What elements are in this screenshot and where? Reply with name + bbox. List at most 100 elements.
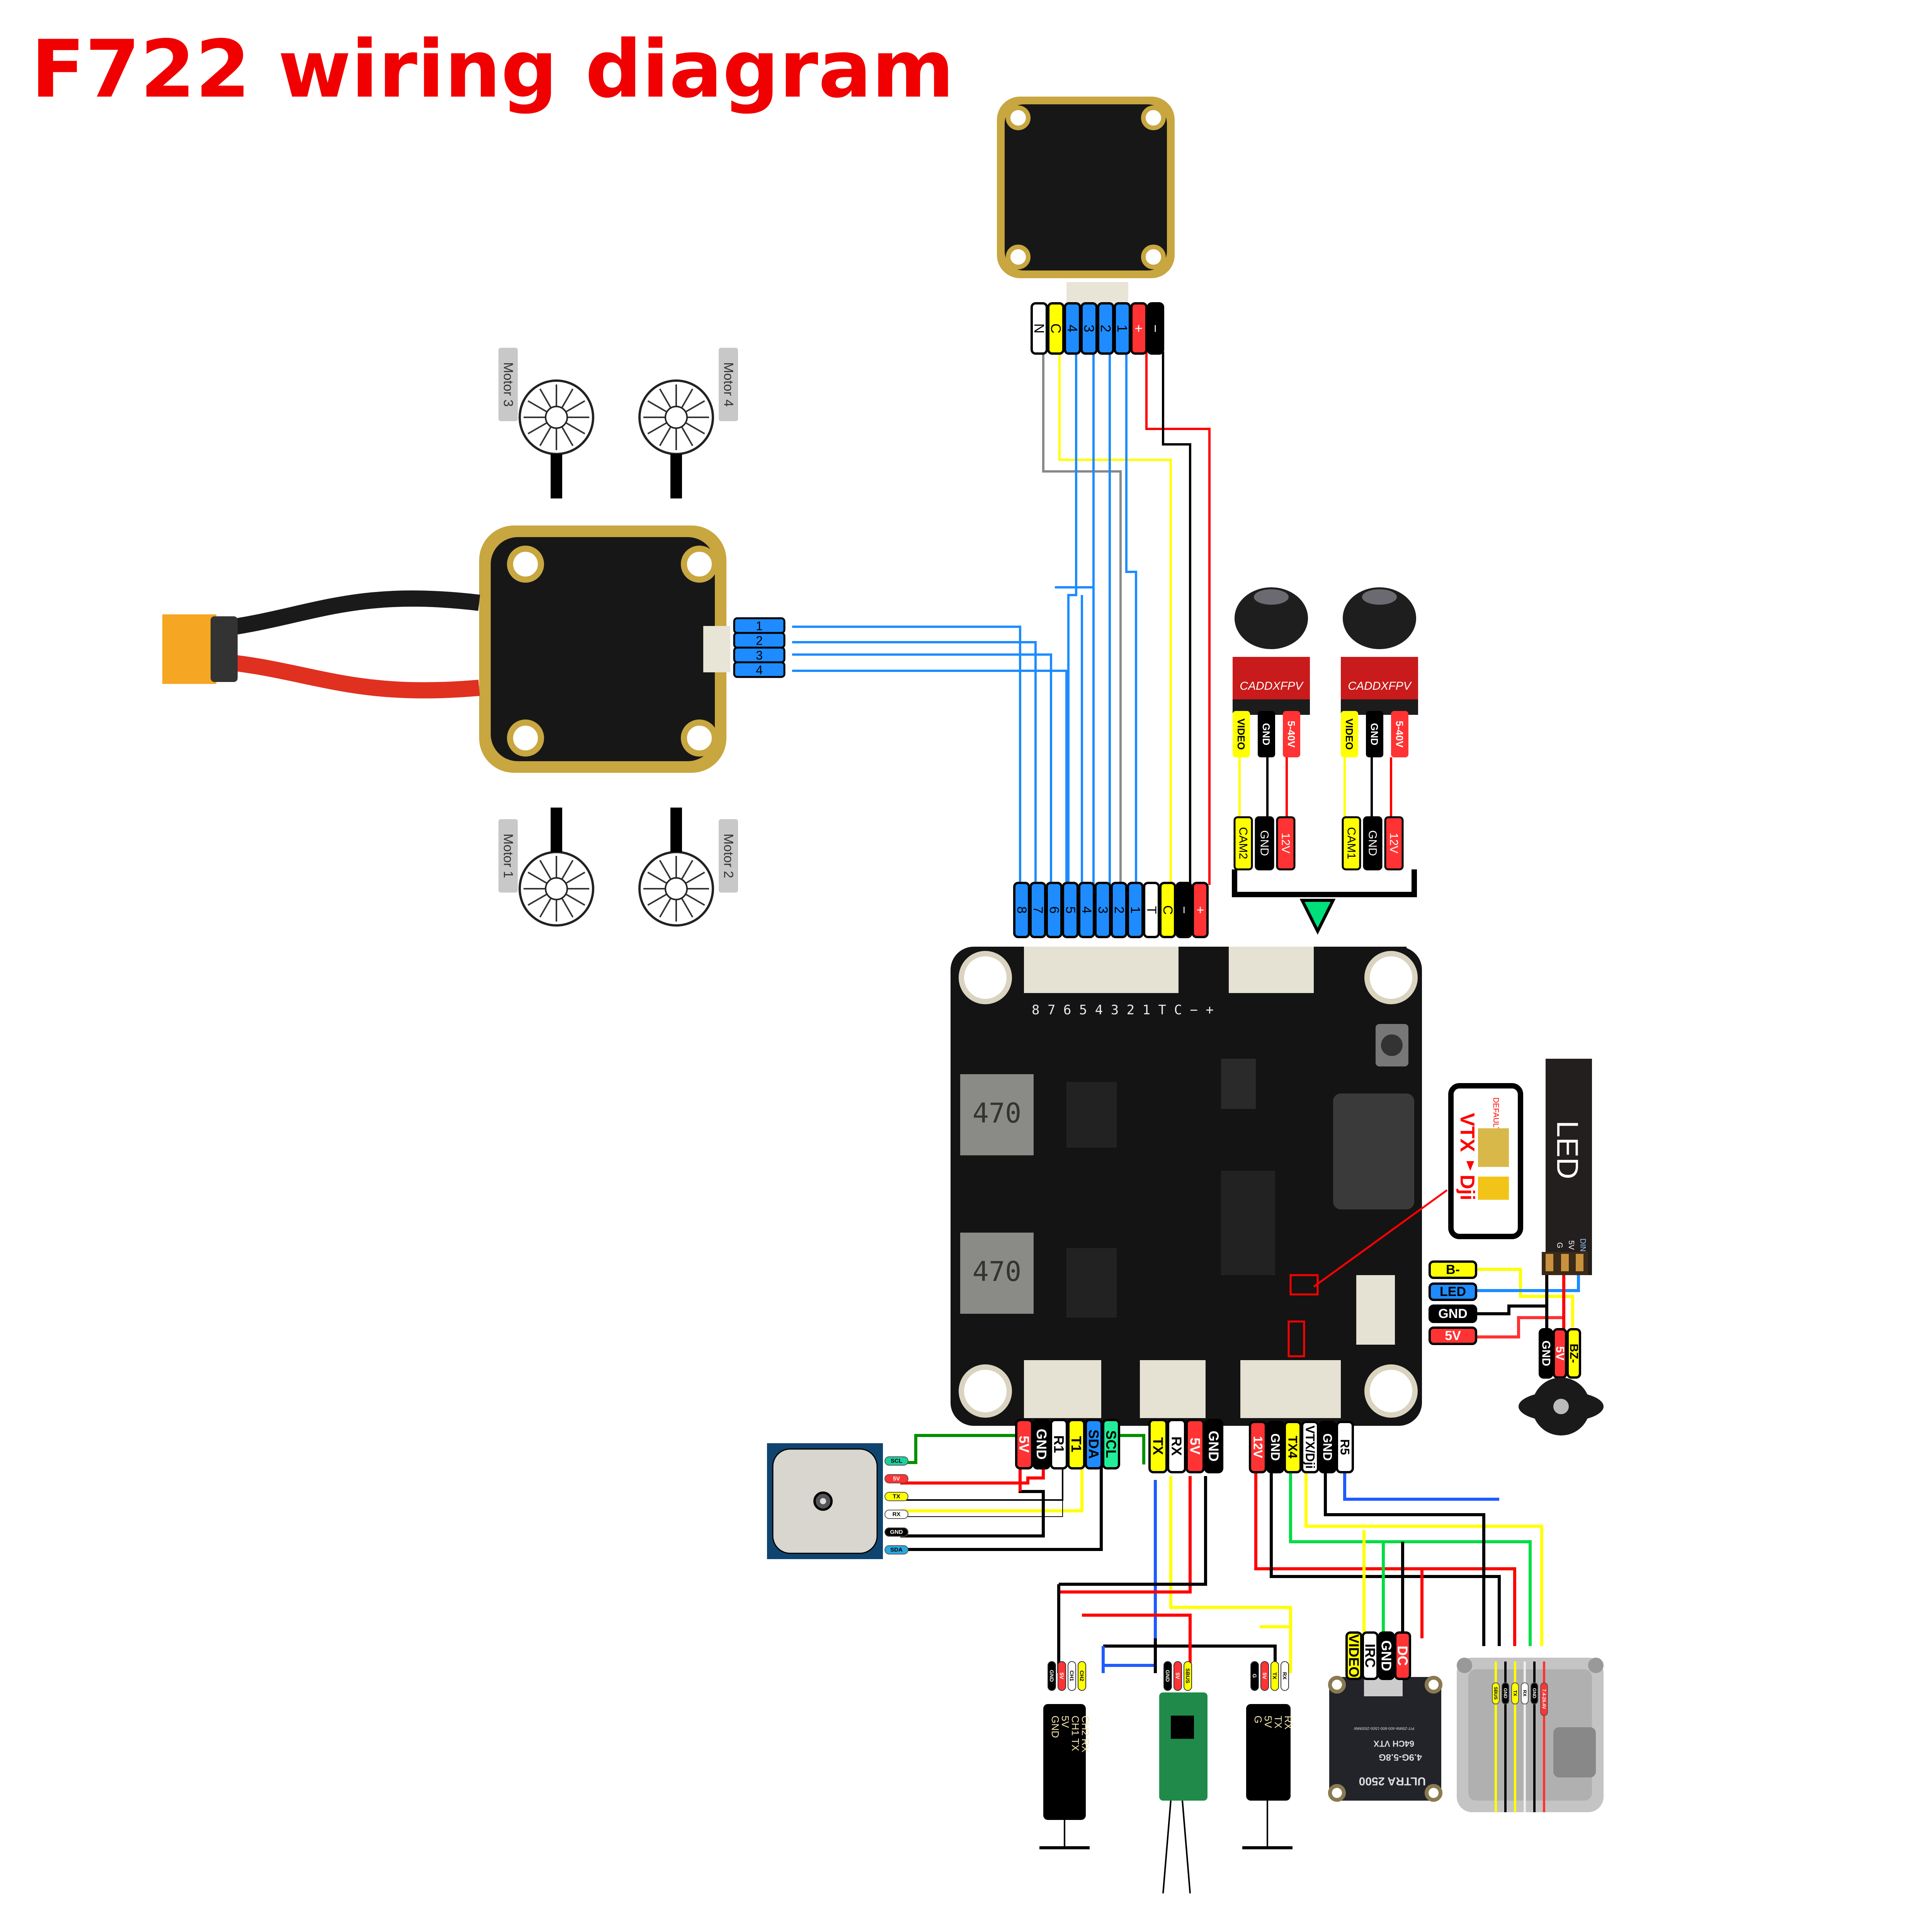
svg-text:3: 3 [1081, 325, 1097, 332]
svg-text:3: 3 [1095, 906, 1110, 914]
wire-C [1058, 352, 1172, 885]
gps-pin-5v: 5V [884, 1474, 908, 1483]
pin-vtx-dji: VTX/Dji [1301, 1421, 1319, 1473]
svg-text:TX: TX [1272, 1716, 1284, 1728]
solder-pad-default [1478, 1128, 1509, 1167]
svg-text:4: 4 [756, 663, 763, 677]
svg-text:7: 7 [1031, 906, 1045, 914]
pin-gnd: GND [1318, 1421, 1337, 1473]
dji-pin-tx: TX [1511, 1662, 1519, 1812]
pin--: − [1175, 882, 1192, 938]
svg-text:5V: 5V [1060, 1716, 1071, 1728]
gps-pin-tx: TX [884, 1492, 908, 1501]
pin-5v: 5V [1185, 1419, 1205, 1473]
pin-tx4: TX4 [1284, 1421, 1302, 1473]
pin-2: 2 [1111, 882, 1128, 938]
pin-c: C [1159, 882, 1176, 938]
svg-text:GND: GND [1379, 1640, 1395, 1671]
led-strip: LED DIN 5V G [1542, 1059, 1592, 1275]
mcu-chip [1221, 1171, 1275, 1275]
svg-text:8: 8 [1014, 906, 1029, 914]
svg-text:470: 470 [973, 1097, 1021, 1129]
svg-text:12V: 12V [1251, 1436, 1265, 1459]
svg-text:Motor 4: Motor 4 [721, 362, 736, 406]
esc-4in1-top [997, 97, 1175, 305]
svg-text:SCL: SCL [891, 1458, 902, 1464]
svg-text:GND: GND [1438, 1306, 1468, 1321]
camera-arrow-icon [1299, 899, 1336, 935]
svg-text:CH1 TX: CH1 TX [1070, 1716, 1081, 1751]
svg-text:5V: 5V [893, 1476, 900, 1482]
svg-text:GND: GND [1369, 723, 1380, 745]
pin-n: N [1031, 302, 1048, 355]
pin-r5: R5 [1336, 1421, 1354, 1473]
svg-text:SCL: SCL [1103, 1430, 1119, 1458]
wire-minus [1162, 352, 1191, 885]
pin-5v: 5V [1553, 1328, 1567, 1379]
wire-m7 [792, 641, 1037, 885]
pin-5v: 5V [1015, 1419, 1033, 1469]
svg-text:TX: TX [1272, 1672, 1278, 1680]
svg-text:1: 1 [1114, 325, 1130, 332]
svg-text:SBUS: SBUS [1185, 1668, 1191, 1684]
dji-pin-rx: RX [1521, 1662, 1529, 1812]
svg-text:5V: 5V [1187, 1437, 1203, 1454]
svg-text:RX: RX [1522, 1690, 1527, 1697]
pad-gnd: GND [1429, 1304, 1477, 1323]
pin-gnd: GND [1539, 1328, 1553, 1379]
svg-text:VIDEO: VIDEO [1344, 719, 1355, 750]
pin-gnd: GND [1032, 1419, 1051, 1469]
svg-text:PIT-25MW-400-800-1500-2500MW: PIT-25MW-400-800-1500-2500MW [1354, 1726, 1414, 1730]
pin-video: VIDEO [1345, 1631, 1362, 1680]
svg-text:5: 5 [1063, 906, 1078, 914]
wire-m1 [1125, 352, 1137, 885]
svg-text:5V: 5V [1262, 1716, 1274, 1728]
svg-text:GND: GND [1540, 1340, 1553, 1366]
pin-tx: TX [1148, 1419, 1168, 1473]
motor-4: Motor 2 [638, 808, 738, 927]
svg-text:GND: GND [1049, 1670, 1055, 1682]
pin-scl: SCL [1102, 1419, 1120, 1469]
xt60-connector [162, 614, 216, 684]
inductor [960, 1233, 1034, 1314]
svg-text:B-: B- [1446, 1262, 1460, 1277]
svg-text:2: 2 [1098, 325, 1114, 332]
svg-text:5V: 5V [1262, 1672, 1268, 1679]
esc-signal-pin: 3 [733, 646, 786, 663]
svg-text:GND: GND [1165, 1670, 1171, 1682]
svg-text:4: 4 [1079, 906, 1094, 914]
svg-text:G: G [1252, 1716, 1264, 1723]
wire-layer [792, 352, 1580, 1673]
pin--: − [1147, 302, 1164, 355]
motor-2: Motor 4 [638, 348, 738, 498]
svg-text:4.9G-5.8G: 4.9G-5.8G [1379, 1752, 1422, 1762]
svg-text:GND: GND [1260, 723, 1272, 745]
analog-vtx: ULTRA 2500 4.9G-5.8G 64CH VTX PIT-25MW-4… [1328, 1676, 1442, 1802]
vtx-dji-switch-callout: DEFAULT VTX Dji [1448, 1083, 1523, 1239]
usb-c-port [1333, 1094, 1414, 1209]
wire-m4 [1067, 352, 1077, 885]
svg-text:CAM2: CAM2 [1237, 827, 1250, 859]
svg-text:2: 2 [756, 634, 763, 648]
solder-pad-dji [1478, 1177, 1509, 1200]
svg-text:1: 1 [1128, 906, 1143, 914]
svg-text:7.4-26.4V: 7.4-26.4V [1541, 1689, 1547, 1709]
svg-text:5V: 5V [1554, 1346, 1566, 1361]
dji-pin-gnd: GND [1502, 1662, 1509, 1812]
gps-pin-scl: SCL [884, 1456, 908, 1466]
svg-text:−: − [1177, 906, 1191, 914]
svg-text:T: T [1144, 906, 1159, 914]
gps-pin-gnd: GND [884, 1527, 908, 1537]
svg-text:C: C [1048, 323, 1064, 333]
wire-plus [1145, 352, 1211, 885]
